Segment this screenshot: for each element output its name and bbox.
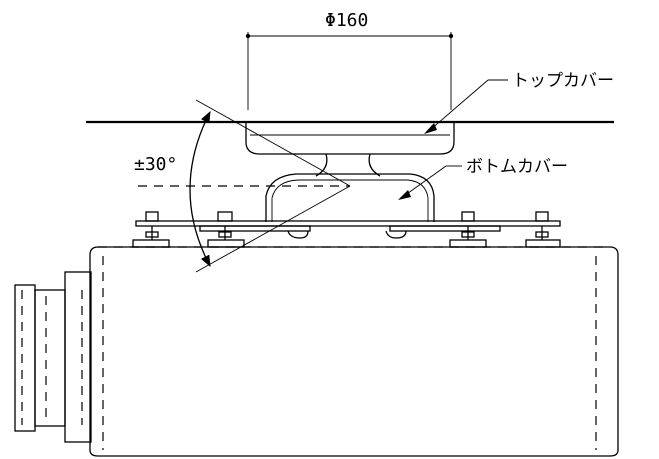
angle-label: ±30° [134,154,177,175]
mounting-bolts [132,211,561,248]
top-cover [245,122,455,155]
camera-lens [14,271,92,443]
camera-housing [81,246,619,457]
tilt-arc-arrow [189,110,211,268]
bottom-cover-label: ボトムカバー [466,157,568,177]
top-cover-leader: トップカバー [424,71,614,134]
tilt-axis: ±30° [134,99,351,273]
diameter-dimension: Φ160 [245,10,454,110]
top-cover-label: トップカバー [512,71,614,91]
bottom-cover [265,173,435,222]
bracket-plate [135,220,561,239]
bottom-cover-leader: ボトムカバー [398,157,568,200]
diameter-label: Φ160 [325,10,368,31]
